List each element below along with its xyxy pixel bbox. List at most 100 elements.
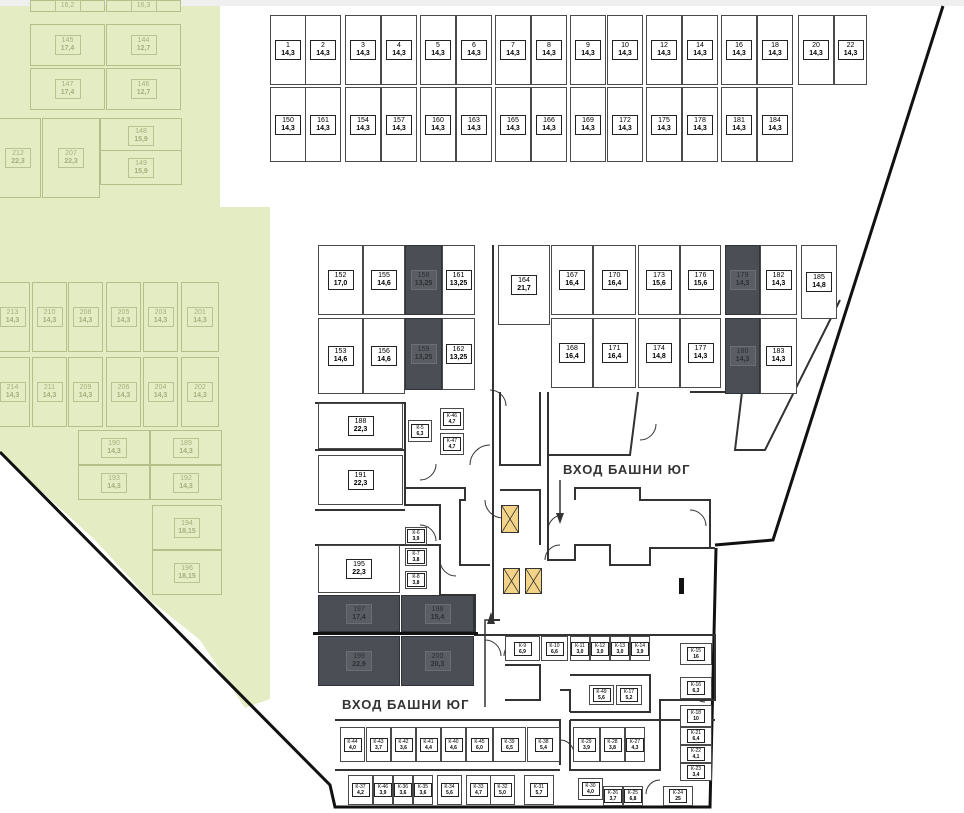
neighbor-unit[interactable]: 16,3 — [106, 0, 181, 12]
